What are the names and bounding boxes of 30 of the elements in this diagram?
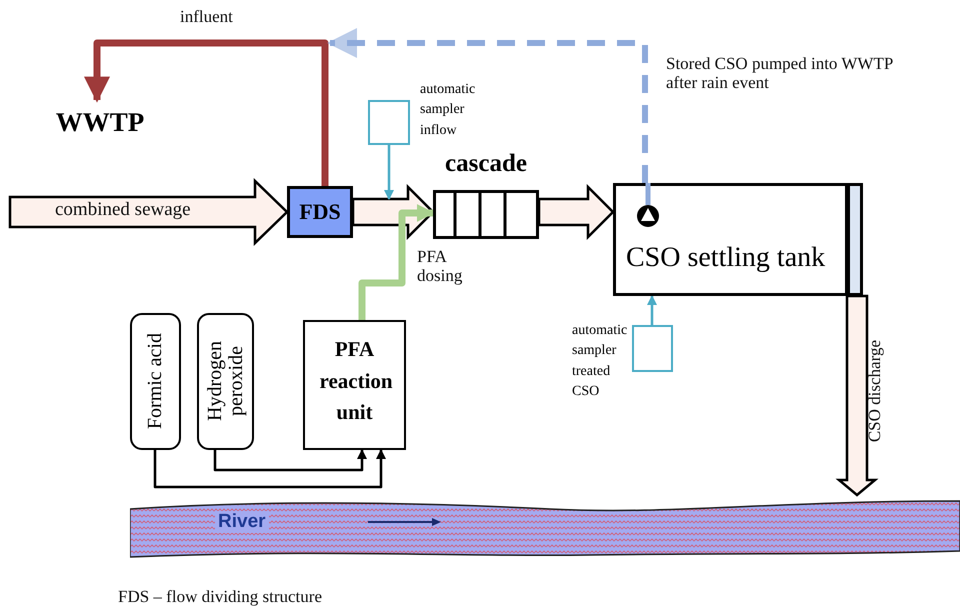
chemical-tank — [130, 313, 181, 450]
settling-tank — [613, 183, 863, 296]
edge-label: PFA dosing — [417, 248, 464, 286]
chemical-tank — [197, 313, 254, 450]
flow-arrow — [352, 184, 435, 240]
flow-arrow — [8, 178, 289, 246]
destination-label: WWTP — [56, 106, 144, 138]
flow-arrow — [538, 184, 615, 240]
arrow — [214, 449, 367, 472]
unit-heading: cascade — [444, 150, 528, 178]
arrow — [647, 295, 657, 325]
edge-label: influent — [180, 8, 234, 27]
footnote: FDS – flow dividing structure — [118, 588, 322, 607]
dashed-arrow — [327, 28, 648, 183]
chemical-label: Formic acid — [145, 333, 166, 430]
sampler-label: automatic sampler treated CSO — [572, 322, 628, 401]
arrow — [84, 40, 328, 186]
arrow — [154, 449, 386, 488]
flow-label: combined sewage — [55, 200, 192, 221]
river-label: River — [215, 511, 269, 533]
reaction-unit — [303, 320, 406, 450]
sampler-label: automatic sampler inflow — [420, 81, 476, 140]
arrow — [384, 145, 394, 200]
flow-arrow — [836, 294, 878, 497]
chemical-label: Hydrogen peroxide — [204, 340, 246, 424]
tank-label: CSO settling tank — [626, 242, 826, 274]
edge-label: CSO discharge — [866, 340, 885, 442]
edge-label: Stored CSO pumped into WWTP after rain event — [666, 55, 894, 92]
arrow — [358, 204, 435, 320]
structure-box: FDS — [287, 186, 353, 238]
